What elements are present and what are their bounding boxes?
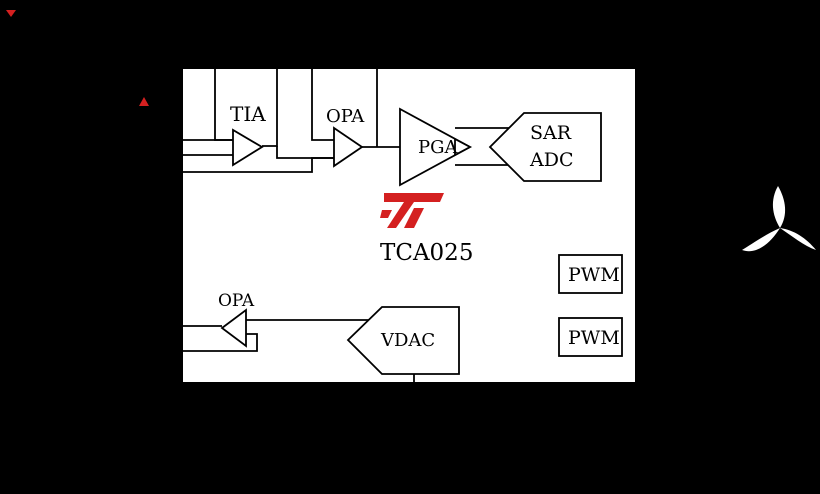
input-loop-wire <box>183 157 334 173</box>
pwm-block-2 <box>558 317 623 357</box>
pga-label: PGA <box>418 137 458 158</box>
vdac-block <box>346 306 460 375</box>
fan-icon <box>742 186 816 252</box>
up-arrow-icon <box>139 97 149 106</box>
pwm-label-2: PWM <box>568 327 620 349</box>
opa-top-label: OPA <box>326 106 365 127</box>
vdac-label: VDAC <box>380 330 435 351</box>
pga-amplifier <box>399 107 472 187</box>
sar-label: SAR <box>530 122 572 144</box>
tia-label: TIA <box>230 102 266 126</box>
down-arrow-icon <box>6 10 16 17</box>
pwm-label-1: PWM <box>568 264 620 286</box>
tia-amplifier <box>232 128 264 167</box>
adc-label: ADC <box>529 149 574 171</box>
opa-top-amplifier <box>333 126 364 168</box>
chip-logo <box>380 193 444 228</box>
pwm-block-1 <box>558 254 623 294</box>
pga-inner-arrow <box>454 137 472 157</box>
sar-adc-block <box>488 112 602 182</box>
opa-bottom-loop <box>183 333 258 352</box>
opa-bottom-label: OPA <box>218 291 255 311</box>
opa-feedback-wire <box>311 69 334 141</box>
opa-bottom-amplifier <box>220 308 247 348</box>
chip-name: TCA025 <box>380 240 473 266</box>
